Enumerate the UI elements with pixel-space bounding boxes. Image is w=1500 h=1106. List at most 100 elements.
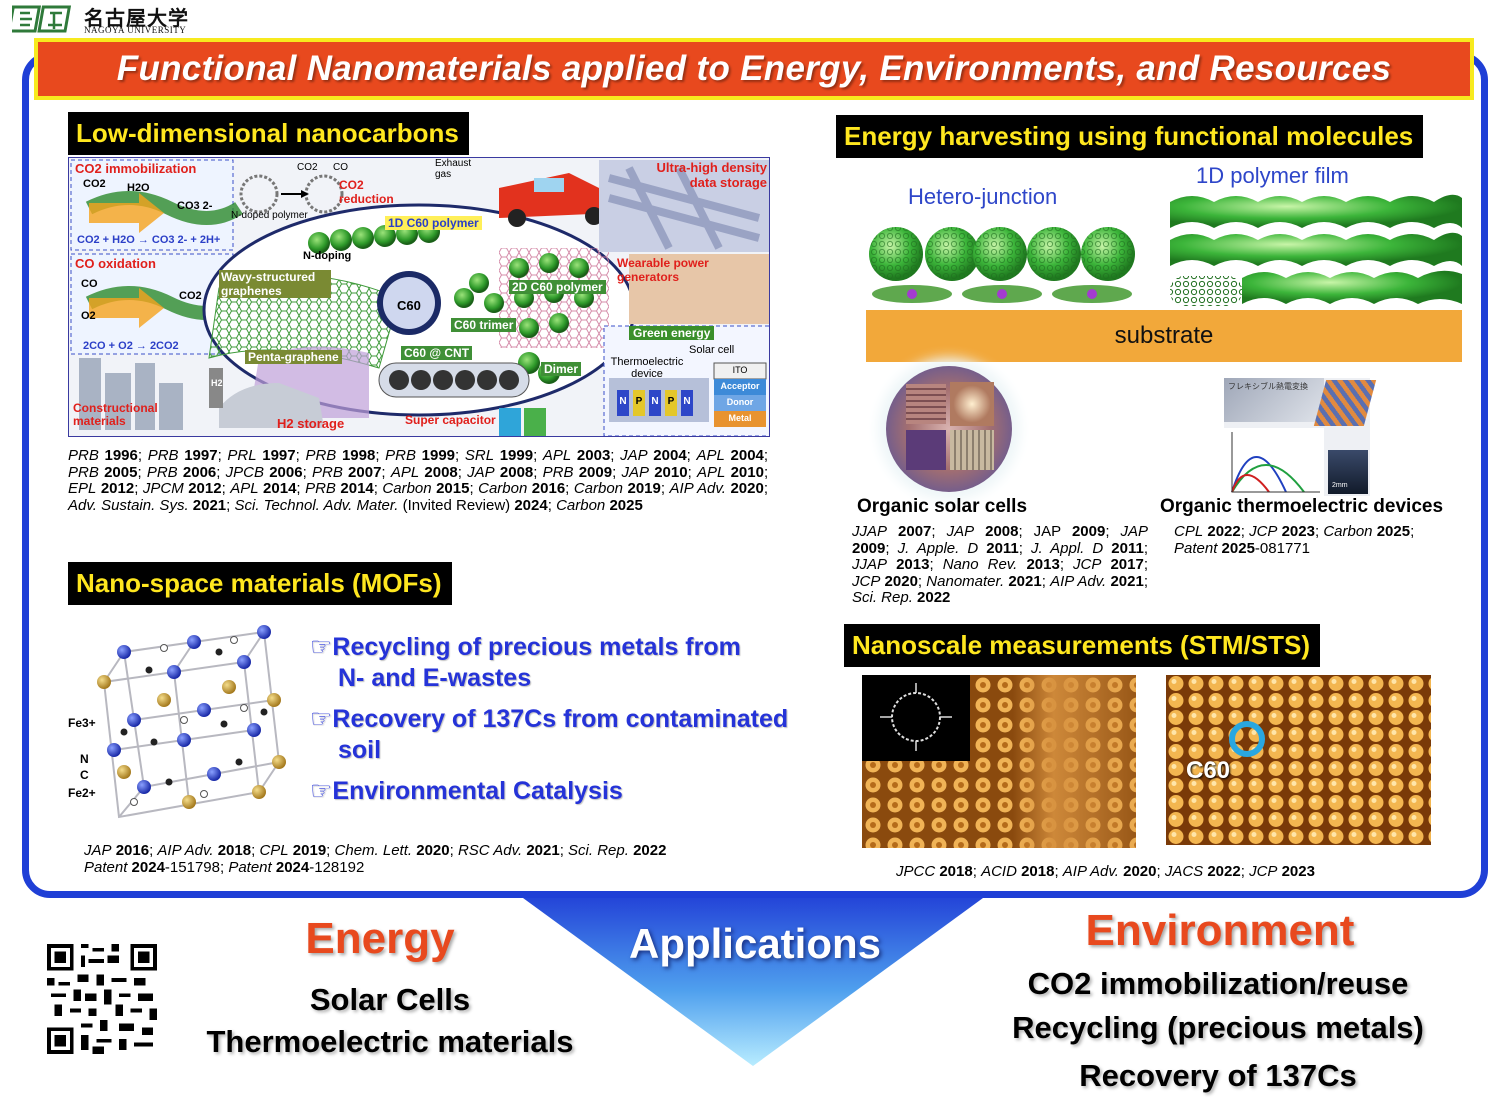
label-super-capacitor: Super capacitor bbox=[405, 413, 496, 427]
label-fe3: Fe3+ bbox=[68, 716, 96, 730]
label-organic-solar-cells: Organic solar cells bbox=[857, 496, 1028, 517]
label-organic-thermoelectric: Organic thermoelectric devices bbox=[1160, 496, 1444, 517]
solar-cell-light bbox=[950, 382, 994, 426]
energy-application-title: Energy bbox=[305, 914, 455, 963]
mof-crystal-structure-icon bbox=[97, 625, 286, 819]
section-header-stm: Nanoscale measurements (STM/STS) bbox=[844, 624, 1321, 667]
flexible-device-photo bbox=[1313, 380, 1377, 426]
label-hetero-junction: Hetero-junction bbox=[908, 184, 1058, 209]
np-label: P bbox=[667, 396, 675, 407]
label-co2-equation: CO2 + H2O → CO3 2- + 2H+ bbox=[77, 234, 221, 246]
label-c60-1d-polymer: 1D C60 polymer bbox=[385, 216, 482, 230]
label-exhaust-gas: Exhaust gas bbox=[435, 158, 472, 180]
nanocarbon-collage: CO2 immobilization CO2 H2O CO3 2- CO2 + … bbox=[68, 157, 770, 437]
label-fe2: Fe2+ bbox=[68, 786, 96, 800]
label-thermoelectric-device: Thermoelectric device bbox=[610, 356, 684, 380]
nanocarbon-collage-illustration bbox=[70, 159, 769, 436]
environment-application-title: Environment bbox=[1085, 906, 1355, 955]
label-wavy-graphenes: Wavy-structured graphenes bbox=[219, 270, 331, 298]
np-label: N bbox=[683, 396, 691, 407]
label-co2-immobilization: CO2 immobilization bbox=[75, 161, 197, 176]
mof-bullet-line: N- and E-wastes bbox=[338, 664, 532, 692]
label-donor: Donor bbox=[726, 397, 754, 407]
label-co2-small: CO2 bbox=[297, 162, 318, 173]
section-header-mof: Nano-space materials (MOFs) bbox=[68, 562, 452, 605]
label-dimer: Dimer bbox=[541, 362, 582, 376]
page-title: Functional Nanomaterials applied to Ener… bbox=[116, 49, 1392, 88]
mof-bullet-item: ☞Recovery of 137Cs from contaminated soi… bbox=[310, 704, 810, 766]
energy-molecule-diagram bbox=[869, 194, 1462, 306]
np-junction-labels: N P N P N bbox=[617, 396, 693, 407]
label-n-doped-polymer: N-doped polymer bbox=[231, 210, 308, 221]
label-n-atom: N bbox=[80, 752, 89, 766]
label-co2: CO2 bbox=[83, 178, 106, 190]
label-1d-polymer-film: 1D polymer film bbox=[1196, 163, 1349, 188]
label-co3: CO3 2- bbox=[177, 200, 213, 212]
solar-cell-grid bbox=[906, 384, 946, 424]
label-acceptor: Acceptor bbox=[720, 381, 760, 391]
thermoelectric-film-photo: フレキシブル熱電変換 bbox=[1224, 378, 1324, 422]
label-co-oxidation: CO oxidation bbox=[75, 256, 156, 271]
university-name-jp: 名古屋大学 bbox=[84, 6, 189, 30]
mof-bullet-item: ☞Recycling of precious metals from N- an… bbox=[310, 632, 810, 694]
label-co: CO bbox=[333, 162, 348, 173]
label-c60-center: C60 bbox=[397, 298, 421, 313]
environment-application-item: Recycling (precious metals) bbox=[1012, 1010, 1424, 1045]
mof-bullet-line: soil bbox=[338, 736, 382, 764]
refs-thermoelectric: CPL 2022; JCP 2023; Carbon 2025; Patent … bbox=[1174, 523, 1415, 557]
thermoelectric-graph-icon bbox=[1224, 428, 1324, 496]
university-name-en: NAGOYA UNIVERSITY bbox=[84, 25, 187, 35]
label-ultra-high-density: Ultra-high density data storage bbox=[656, 160, 767, 190]
solar-cell-array bbox=[950, 430, 994, 470]
label-c-atom: C bbox=[80, 768, 89, 782]
applications-title: Applications bbox=[628, 920, 882, 967]
label-co2-reduction: CO2 reduction bbox=[339, 178, 394, 206]
label-h2-storage: H2 storage bbox=[277, 416, 345, 431]
label-co-left: CO bbox=[81, 278, 98, 290]
section-header-low-dim: Low-dimensional nanocarbons bbox=[68, 112, 469, 155]
organic-solar-cell-photo bbox=[886, 366, 1012, 492]
qr-code-icon[interactable] bbox=[46, 944, 158, 1054]
energy-application-item: Thermoelectric materials bbox=[206, 1024, 574, 1059]
np-label: P bbox=[635, 396, 643, 407]
environment-application-item: Recovery of 137Cs bbox=[1079, 1058, 1357, 1093]
mof-bullet-list: ☞Recycling of precious metals from N- an… bbox=[310, 632, 810, 817]
substrate-layer: substrate bbox=[866, 310, 1462, 362]
label-ito: ITO bbox=[732, 365, 748, 375]
label-metal: Metal bbox=[728, 413, 752, 423]
section-header-energy: Energy harvesting using functional molec… bbox=[836, 115, 1424, 158]
refs-solar-cells: JJAP 2007; JAP 2008; JAP 2009; JAP 2009;… bbox=[852, 523, 1149, 606]
label-h2-tank: H2 bbox=[211, 378, 223, 388]
environment-application-item: CO2 immobilization/reuse bbox=[1027, 966, 1409, 1001]
device-closeup-photo: 2mm bbox=[1328, 450, 1368, 494]
mof-bullet-item: ☞Environmental Catalysis bbox=[310, 776, 810, 807]
mof-bullet-line: ☞Environmental Catalysis bbox=[310, 777, 623, 805]
label-penta-graphene: Penta-graphene bbox=[245, 350, 342, 364]
environment-application-list: CO2 immobilization/reuse Recycling (prec… bbox=[990, 966, 1446, 1094]
stm-image-right-pattern bbox=[1166, 675, 1431, 845]
thermoelectric-photo-caption: フレキシブル熱電変換 bbox=[1228, 382, 1308, 391]
energy-application-item: Solar Cells bbox=[309, 982, 471, 1017]
stm-image-right: C60 bbox=[1166, 675, 1431, 845]
refs-stm: JPCC 2018; ACID 2018; AIP Adv. 2020; JAC… bbox=[896, 863, 1315, 880]
label-green-energy: Green energy bbox=[629, 326, 715, 340]
label-n-doping: N-doping bbox=[303, 250, 352, 262]
title-banner: Functional Nanomaterials applied to Ener… bbox=[34, 38, 1474, 100]
label-c60-cnt: C60 @ CNT bbox=[401, 346, 473, 360]
refs-mof: JAP 2016; AIP Adv. 2018; CPL 2019; Chem.… bbox=[84, 842, 667, 876]
label-c60-2d-polymer: 2D C60 polymer bbox=[509, 280, 606, 294]
scale-label: 2mm bbox=[1332, 482, 1348, 489]
np-label: N bbox=[651, 396, 659, 407]
refs-nanocarbons: PRB 1996; PRB 1997; PRL 1997; PRB 1998; … bbox=[68, 447, 769, 514]
mof-bullet-line: ☞Recycling of precious metals from bbox=[310, 633, 741, 661]
label-o2: O2 bbox=[81, 310, 96, 322]
label-solar-cell: Solar cell bbox=[689, 344, 735, 356]
applications-triangle bbox=[523, 898, 983, 1066]
label-h2o: H2O bbox=[127, 182, 150, 194]
solar-cell-sample bbox=[906, 430, 946, 470]
label-co-equation: 2CO + O2 → 2CO2 bbox=[83, 340, 179, 352]
thermoelectric-photo-panel: フレキシブル熱電変換 2mm bbox=[1224, 378, 1377, 496]
label-constructional: Constructional materials bbox=[73, 401, 158, 428]
stm-image-left bbox=[862, 675, 1136, 848]
np-label: N bbox=[619, 396, 627, 407]
